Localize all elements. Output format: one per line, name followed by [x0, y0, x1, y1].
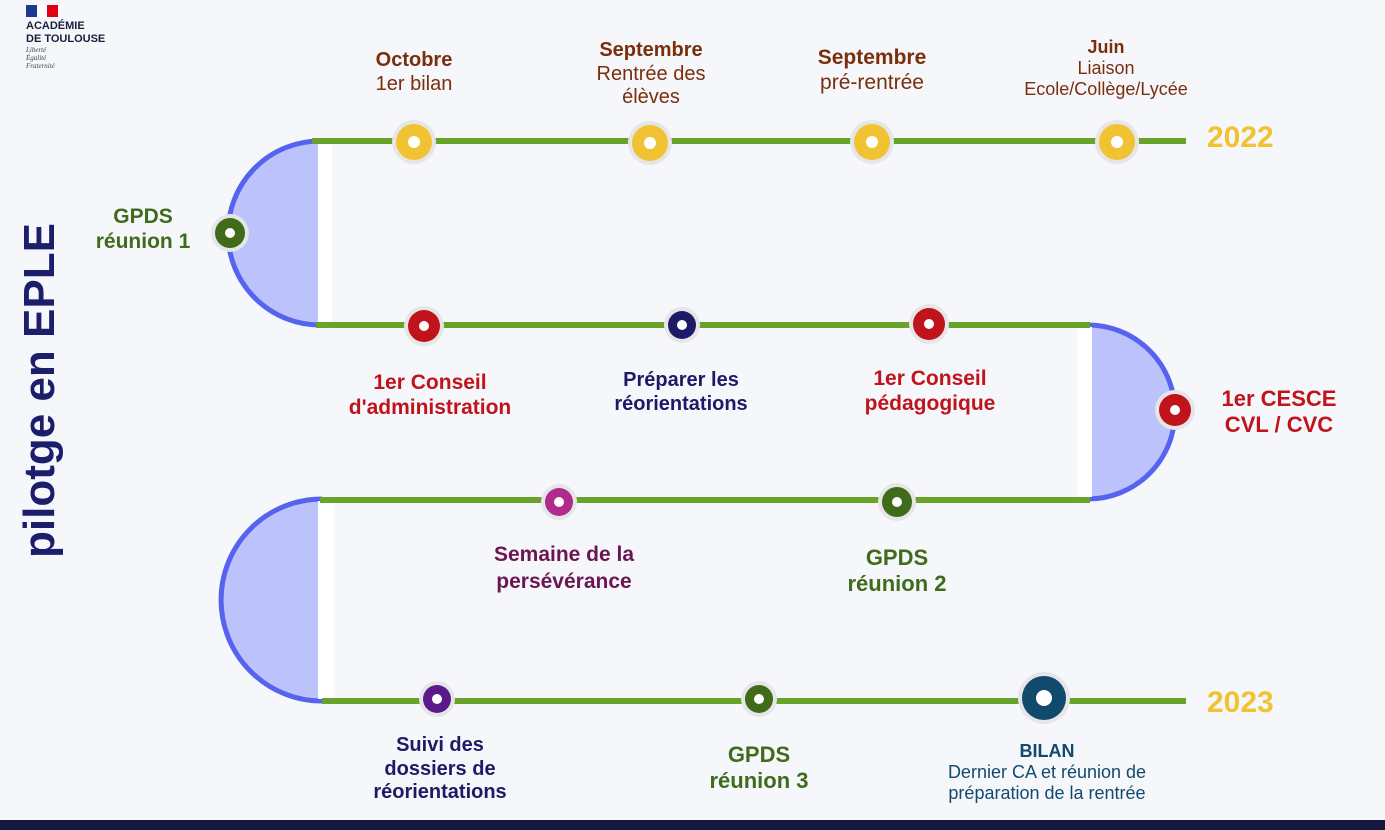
motto-egalite: Égalité — [26, 53, 47, 62]
label-sept-prerentree-month: Septembre — [817, 46, 927, 69]
logo-name: ACADÉMIE — [26, 20, 85, 32]
year-end: 2023 — [1207, 686, 1274, 719]
label-gpds-3-line2: réunion 3 — [709, 767, 809, 793]
marker-gpds-2 — [878, 483, 916, 521]
label-gpds-1-line1: GPDS — [113, 205, 173, 228]
label-perseverance: Semaine de la persévérance — [494, 541, 634, 596]
label-ca-line2: d'administration — [348, 395, 512, 419]
marker-octobre — [392, 120, 436, 164]
year-start: 2022 — [1207, 121, 1274, 154]
label-juin-month: Juin — [1087, 37, 1125, 57]
label-suivi-line2: dossiers de — [384, 757, 496, 780]
side-title: pilotge en EPLE — [15, 223, 64, 558]
label-perseverance-line2: persévérance — [496, 570, 632, 594]
label-conseil-administration: 1er Conseil d'administration — [349, 371, 512, 421]
label-perseverance-line1: Semaine de la — [493, 543, 635, 566]
logo-motto: Liberté Égalité Fraternité — [26, 47, 105, 70]
label-cesce: 1er CESCE CVL / CVC — [1222, 386, 1337, 438]
label-juin-text2: Ecole/Collège/Lycée — [1024, 79, 1188, 100]
connector-right-edge — [1078, 327, 1092, 497]
label-gpds-3: GPDS réunion 3 — [709, 742, 808, 794]
label-cp-line2: pédagogique — [864, 391, 996, 415]
motto-liberte: Liberté — [26, 46, 47, 55]
label-reorientations: Préparer les réorientations — [614, 369, 747, 416]
label-suivi: Suivi des dossiers de réorientations — [373, 734, 506, 805]
footer-bar — [0, 820, 1385, 830]
marker-gpds-1 — [211, 214, 249, 252]
label-conseil-pedagogique: 1er Conseil pédagogique — [865, 367, 996, 417]
label-gpds-1-line2: réunion 1 — [95, 229, 191, 253]
connector-left-bottom-fill — [221, 499, 322, 701]
label-gpds-2: GPDS réunion 2 — [847, 545, 946, 597]
label-reorient-line2: réorientations — [614, 392, 748, 415]
academie-logo: ACADÉMIE DE TOULOUSE Liberté Égalité Fra… — [26, 5, 105, 70]
label-bilan-title: BILAN — [1019, 741, 1075, 761]
label-juin: Juin Liaison Ecole/Collège/Lycée — [1024, 37, 1187, 101]
label-gpds-2-line1: GPDS — [865, 545, 929, 570]
marker-suivi — [419, 681, 455, 717]
label-gpds-3-line1: GPDS — [727, 742, 791, 767]
label-septembre-eleves: Septembre Rentrée des élèves — [597, 39, 706, 110]
label-ca-line1: 1er Conseil — [373, 371, 487, 394]
label-bilan: BILAN Dernier CA et réunion de préparati… — [948, 741, 1146, 805]
label-juin-text1: Liaison — [1077, 58, 1135, 79]
connector-left-top-fill — [228, 141, 320, 325]
label-suivi-line3: réorientations — [373, 781, 507, 804]
marker-reorientations — [664, 307, 700, 343]
label-bilan-line2: préparation de la rentrée — [948, 783, 1146, 804]
label-cp-line1: 1er Conseil — [873, 367, 987, 390]
label-cesce-line2: CVL / CVC — [1224, 411, 1334, 437]
label-sept-eleves-text2: élèves — [622, 86, 680, 109]
label-sept-eleves-text1: Rentrée des — [596, 62, 706, 85]
label-reorient-line1: Préparer les — [623, 369, 739, 391]
label-septembre-prerentree: Septembre pré-rentrée — [818, 46, 927, 96]
logo-region: DE TOULOUSE — [26, 32, 106, 45]
label-cesce-line1: 1er CESCE — [1221, 386, 1337, 411]
marker-bilan — [1018, 672, 1070, 724]
label-sept-prerentree-text: pré-rentrée — [820, 70, 924, 94]
label-gpds-2-line2: réunion 2 — [847, 570, 947, 596]
connector-left-top-edge — [318, 143, 332, 323]
label-octobre-month: Octobre — [375, 49, 453, 71]
marker-cesce — [1155, 390, 1195, 430]
label-gpds-1: GPDS réunion 1 — [96, 205, 191, 255]
connector-right-fill — [1088, 325, 1175, 499]
marker-perseverance — [541, 484, 577, 520]
connector-left-bottom-arc — [218, 496, 323, 704]
marker-juin — [1095, 120, 1139, 164]
marker-gpds-3 — [741, 681, 777, 717]
label-suivi-line1: Suivi des — [396, 734, 484, 756]
republique-flag-icon — [26, 5, 59, 17]
marker-conseil-pedagogique — [909, 304, 949, 344]
marker-septembre-eleves — [628, 121, 672, 165]
label-octobre: Octobre 1er bilan — [376, 49, 453, 96]
marker-conseil-administration — [404, 306, 444, 346]
connector-left-bottom-edge — [318, 501, 334, 699]
label-octobre-text: 1er bilan — [375, 72, 453, 95]
marker-septembre-prerentree — [850, 120, 894, 164]
label-bilan-line1: Dernier CA et réunion de — [947, 762, 1147, 783]
motto-fraternite: Fraternité — [26, 61, 55, 70]
label-sept-eleves-month: Septembre — [599, 39, 703, 61]
